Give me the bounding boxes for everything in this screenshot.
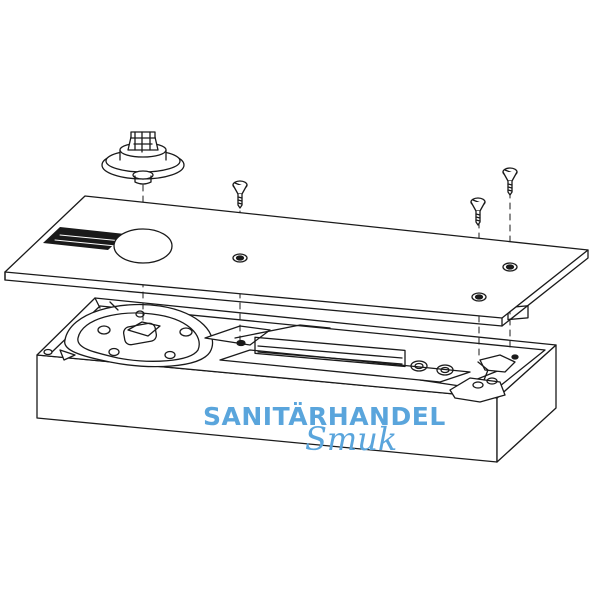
mechanism-details <box>43 297 501 387</box>
cover-plate <box>4 195 589 327</box>
countersunk-screw-3 <box>502 167 518 196</box>
screw-hole-1 <box>232 253 248 263</box>
countersunk-screw-2 <box>470 197 486 226</box>
rotary-disc <box>64 303 214 368</box>
spindle-hole <box>113 228 173 264</box>
end-bracket <box>449 305 529 403</box>
watermark-brand-line1: SANITÄRHANDEL <box>203 402 446 431</box>
screw-hole-3 <box>502 262 518 272</box>
screw-hole-2 <box>471 292 487 302</box>
cover-plate-band <box>43 227 125 250</box>
floor-closer-body <box>36 297 557 463</box>
countersunk-screw-1 <box>232 180 248 209</box>
spindle-cap <box>101 131 185 185</box>
watermark-brand-line2: Smuk <box>305 420 398 458</box>
